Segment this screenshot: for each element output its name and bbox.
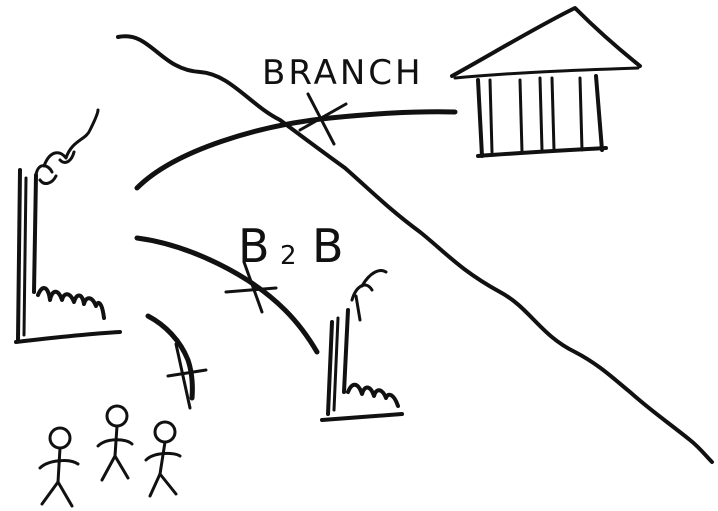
b2b-label-last: B: [312, 219, 344, 273]
person-icon-2: [96, 404, 134, 482]
b2b-label-middle: 2: [280, 241, 297, 271]
branch-path: [134, 109, 458, 191]
branch-building-icon: [450, 6, 642, 158]
b2b-cross-marker: [224, 260, 278, 314]
boundary-line: [116, 34, 714, 464]
right-factory-icon: [320, 269, 404, 422]
branch-cross-marker: [298, 92, 348, 146]
left-factory-icon: [14, 108, 122, 344]
person-icon-3: [144, 420, 182, 498]
person-icon-1: [38, 426, 80, 508]
b2b-label-first: B: [238, 219, 270, 273]
branch-label: BRANCH: [262, 53, 424, 93]
lower-path: [145, 313, 195, 401]
b2b-path: [134, 235, 320, 355]
lower-cross-marker: [166, 342, 208, 410]
